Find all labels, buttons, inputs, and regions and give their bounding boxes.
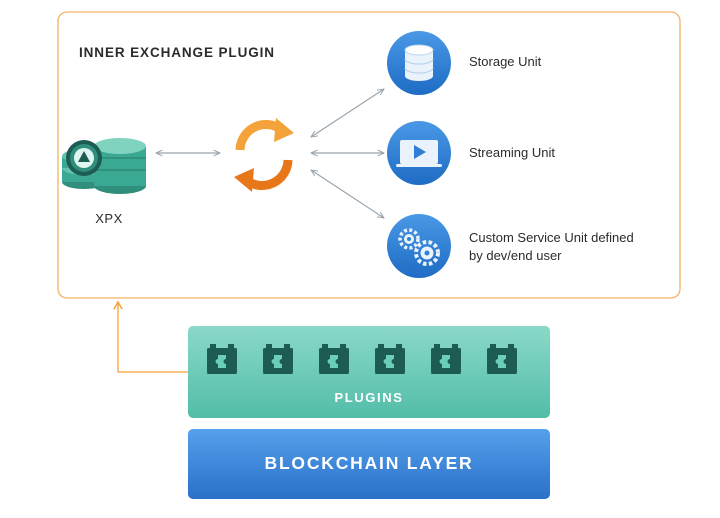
blockchain-layer-bar [188,429,550,499]
puzzle-piece-icon [207,344,237,374]
puzzle-piece-icon [487,344,517,374]
xpx-label: XPX [95,211,123,226]
custom-service-unit [387,214,451,278]
unit-label-streaming: Streaming Unit [469,145,555,160]
unit-label-custom-line-2: by dev/end user [469,248,562,263]
panel-title: INNER EXCHANGE PLUGIN [79,45,275,60]
puzzle-piece-icon [431,344,461,374]
streaming-unit [387,121,451,185]
coin-stack-icon [62,138,146,194]
storage-unit [387,31,451,95]
blockchain-layer-label: BLOCKCHAIN LAYER [265,453,474,473]
plugins-to-panel-connector [113,300,188,373]
unit-label-custom-line-1: Custom Service Unit defined [469,230,634,245]
sync-arrows-icon [234,118,294,192]
exchange-custom-arrow [311,170,384,218]
unit-label-custom: Custom Service Unit defined by dev/end u… [469,230,637,263]
video-player-icon [396,140,442,167]
exchange-storage-arrow [311,89,384,137]
puzzle-piece-icon [375,344,405,374]
unit-label-storage: Storage Unit [469,54,542,69]
puzzle-piece-icon [263,344,293,374]
plugins-label: PLUGINS [335,390,404,405]
database-icon [404,44,434,81]
gears-icon [398,228,440,266]
puzzle-piece-icon [319,344,349,374]
plugin-icons [207,344,517,374]
